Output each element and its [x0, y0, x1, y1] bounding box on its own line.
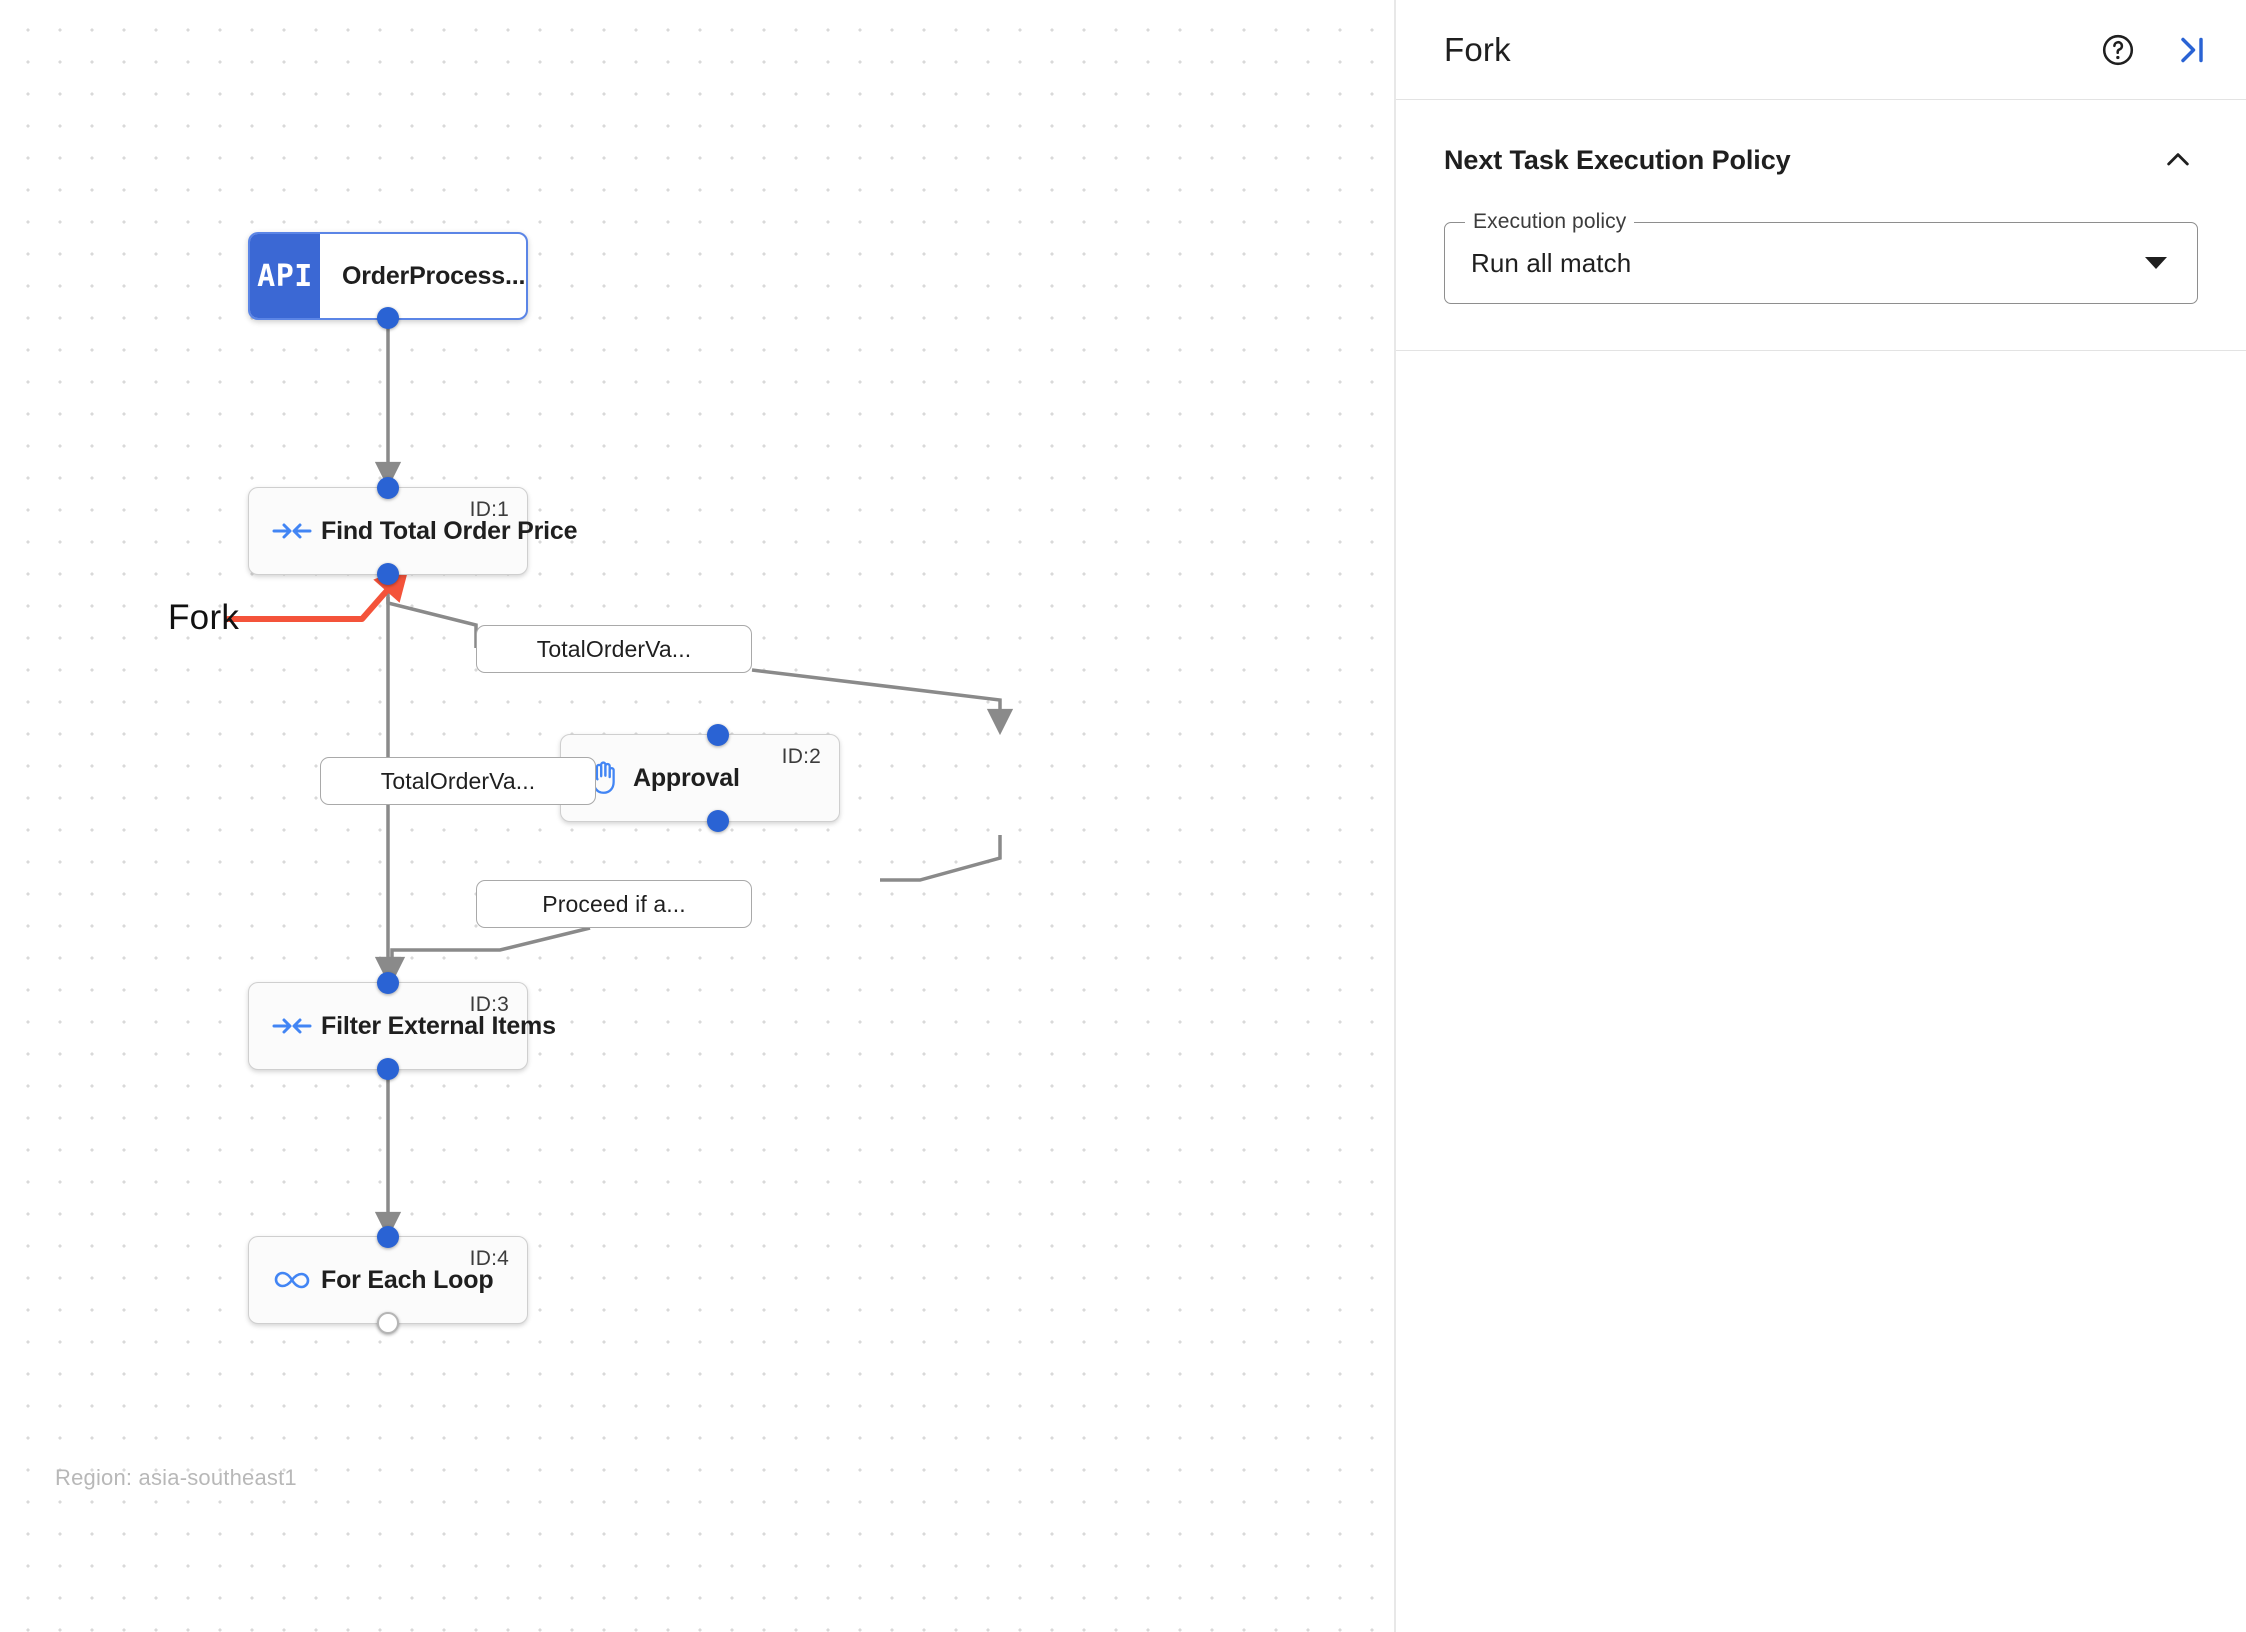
workflow-canvas[interactable]: Fork API OrderProcess... Find Total Orde… [0, 0, 1396, 1632]
execution-policy-value: Run all match [1471, 247, 1632, 278]
edge-fork-to-approval-out [751, 668, 1014, 736]
node-title: Filter External Items [321, 1011, 556, 1040]
node-title: OrderProcess... [342, 261, 526, 290]
node-id-label: ID:3 [469, 993, 509, 1016]
output-handle[interactable] [707, 810, 729, 832]
node-approval[interactable]: Approval ID:2 [560, 724, 840, 832]
api-badge-icon: API [250, 234, 320, 318]
chevron-up-icon[interactable] [2158, 140, 2198, 180]
execution-policy-label: Execution policy [1465, 210, 1635, 234]
input-handle[interactable] [377, 972, 399, 994]
next-task-execution-policy-section: Next Task Execution Policy Execution pol… [1396, 100, 2246, 351]
output-handle[interactable] [377, 1058, 399, 1080]
edge-label-total-order-value-approval[interactable]: TotalOrderVa... [476, 625, 752, 673]
output-handle[interactable] [377, 1312, 399, 1334]
region-label: Region: asia-southeast1 [55, 1465, 297, 1490]
infinity-loop-icon [263, 1267, 321, 1293]
collapse-panel-icon[interactable] [2170, 28, 2214, 72]
edge-fork-to-approval-in [386, 575, 478, 648]
node-id-label: ID:1 [469, 498, 509, 521]
properties-panel: Fork Next Task [1396, 0, 2246, 1632]
node-title: For Each Loop [321, 1265, 494, 1294]
node-title: Approval [633, 763, 740, 792]
node-filter-external-items[interactable]: Filter External Items ID:3 [248, 972, 556, 1080]
input-handle[interactable] [377, 1226, 399, 1248]
section-header[interactable]: Next Task Execution Policy [1444, 140, 2198, 180]
fork-annotation-arrow [225, 564, 410, 622]
output-handle[interactable] [377, 307, 399, 329]
edge-approval-to-filter-out [378, 926, 591, 984]
input-handle[interactable] [707, 724, 729, 746]
converge-arrows-icon [263, 1013, 321, 1039]
output-handle[interactable] [377, 563, 399, 585]
node-id-label: ID:2 [781, 745, 821, 768]
chevron-down-icon[interactable] [2145, 257, 2167, 269]
node-for-each-loop[interactable]: For Each Loop ID:4 [248, 1226, 528, 1334]
node-order-process[interactable]: API OrderProcess... [248, 232, 528, 329]
fork-annotation-label: Fork [168, 598, 240, 637]
input-handle[interactable] [377, 477, 399, 499]
edge-label-total-order-value-direct[interactable]: TotalOrderVa... [320, 757, 596, 805]
panel-header: Fork [1396, 0, 2246, 100]
converge-arrows-icon [263, 518, 321, 544]
node-find-total-order-price[interactable]: Find Total Order Price ID:1 [248, 477, 577, 585]
node-title: Find Total Order Price [321, 516, 578, 545]
node-id-label: ID:4 [469, 1247, 509, 1270]
section-title: Next Task Execution Policy [1444, 144, 1791, 175]
edge-approval-to-filter-in [880, 835, 1002, 882]
help-circle-icon[interactable] [2096, 28, 2140, 72]
execution-policy-select[interactable]: Execution policy Run all match [1444, 210, 2198, 304]
panel-header-actions [2096, 28, 2214, 72]
panel-title: Fork [1444, 30, 1511, 68]
edge-label-proceed-if-approved[interactable]: Proceed if a... [476, 880, 752, 928]
